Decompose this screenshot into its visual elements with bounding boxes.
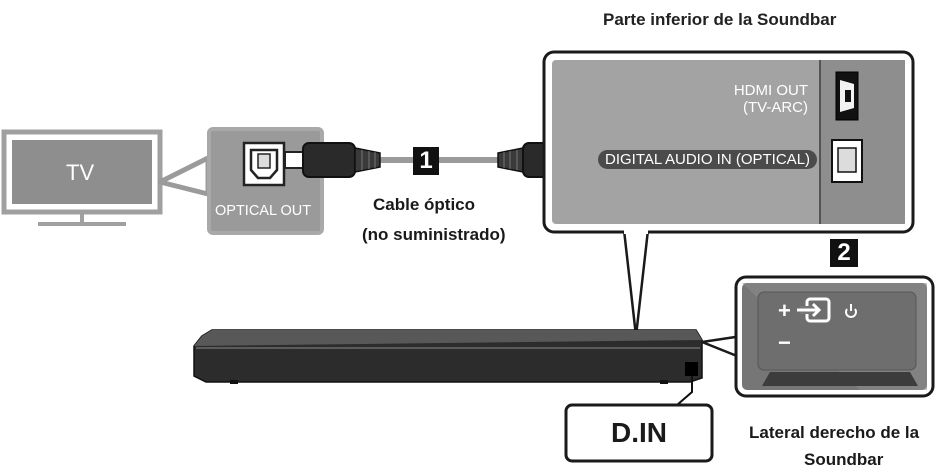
- din-label: D.IN: [611, 417, 667, 448]
- tv-icon: [1, 129, 163, 226]
- power-icon: [845, 304, 857, 318]
- input-source-icon: [797, 297, 831, 323]
- cable-note: (no suministrado): [362, 225, 506, 244]
- din-box: [564, 403, 714, 463]
- optical-port-icon: [831, 139, 863, 183]
- optical-out-label: OPTICAL OUT: [215, 203, 312, 219]
- side-panel-title-line2: Soundbar: [804, 450, 884, 469]
- side-plus-label: +: [778, 298, 791, 323]
- soundbar-side-panel: [734, 275, 935, 398]
- hdmi-port-icon: [835, 71, 859, 121]
- tv-label: TV: [66, 160, 95, 185]
- soundbar: [193, 329, 703, 384]
- optical-port-icon: [242, 141, 286, 187]
- digital-audio-in-label: DIGITAL AUDIO IN (OPTICAL): [598, 150, 818, 169]
- cable-label: Cable óptico: [373, 195, 476, 214]
- optical-plug-icon: [284, 142, 381, 178]
- step-2-badge: 2: [830, 239, 858, 267]
- bottom-panel-title: Parte inferior de la Soundbar: [603, 10, 837, 29]
- side-minus-label: −: [778, 330, 791, 355]
- tv-callout: [157, 155, 211, 197]
- soundbar-bottom-callout: [542, 50, 915, 338]
- hdmi-out-label: HDMI OUT: [733, 82, 808, 99]
- side-panel-title-line1: Lateral derecho de la: [749, 423, 920, 442]
- hdmi-arc-label: (TV-ARC): [743, 99, 808, 116]
- step-1-badge: 1: [413, 147, 439, 175]
